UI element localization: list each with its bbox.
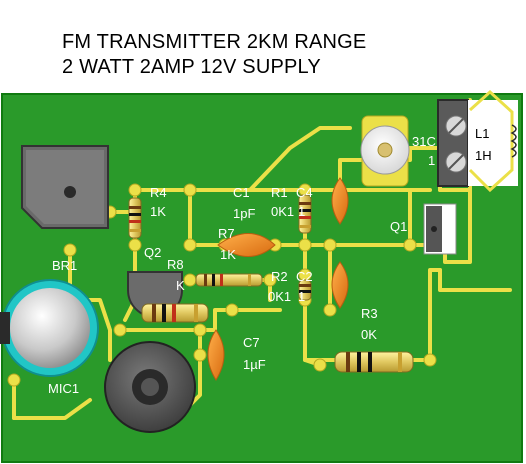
title-line-2: 2 WATT 2AMP 12V SUPPLY [62,56,321,78]
c1-name: C1 [233,185,250,200]
c1-capacitor [217,233,276,257]
r3-name: R3 [361,306,378,321]
r2-name: R2 [271,269,288,284]
q2-label: Q2 [144,245,161,260]
l1-name: L1 [475,126,489,141]
mic1-microphone [0,279,99,377]
br1-bridge-rectifier [21,145,109,229]
r3-resistor [334,351,414,373]
c4-name: C4 [296,185,313,200]
c3-partial-name: 31C [412,134,436,149]
l1-terminal-block [437,89,518,193]
r7-name: R7 [218,226,235,241]
r4-name: R4 [150,185,167,200]
c2-value: 1 [298,289,305,304]
r2-resistor [298,279,312,301]
trimmer-capacitor [360,115,410,187]
r1-value: 0K1 [271,204,294,219]
c7-name: C7 [243,335,260,350]
r3-value: 0K [361,327,377,342]
c4-value: 1 [298,204,305,219]
c4-capacitor [331,177,349,225]
c2-name: C2 [296,269,313,284]
resistor-lower-left [141,303,209,323]
r2-value: 0K1 [268,289,291,304]
r8-value: K [176,278,185,293]
q1-transistor [423,203,457,255]
r1-name: R1 [271,185,288,200]
c7-value: 1µF [243,357,266,372]
br1-label: BR1 [52,258,77,273]
speaker [104,341,196,433]
mic1-label: MIC1 [48,381,79,396]
q1-label: Q1 [390,219,407,234]
c1-value: 1pF [233,206,255,221]
c3-partial-value: 1 [428,153,435,168]
r8-name: R8 [167,257,184,272]
title-line-1: FM TRANSMITTER 2KM RANGE [62,31,367,53]
r8-resistor [195,273,263,287]
l1-value: 1H [475,148,492,163]
c7-capacitor [207,329,225,381]
r4-value: 1K [150,204,166,219]
r7-value: 1K [220,247,236,262]
c2-capacitor [331,261,349,309]
r4-resistor [128,197,142,239]
r1-resistor [298,194,312,234]
